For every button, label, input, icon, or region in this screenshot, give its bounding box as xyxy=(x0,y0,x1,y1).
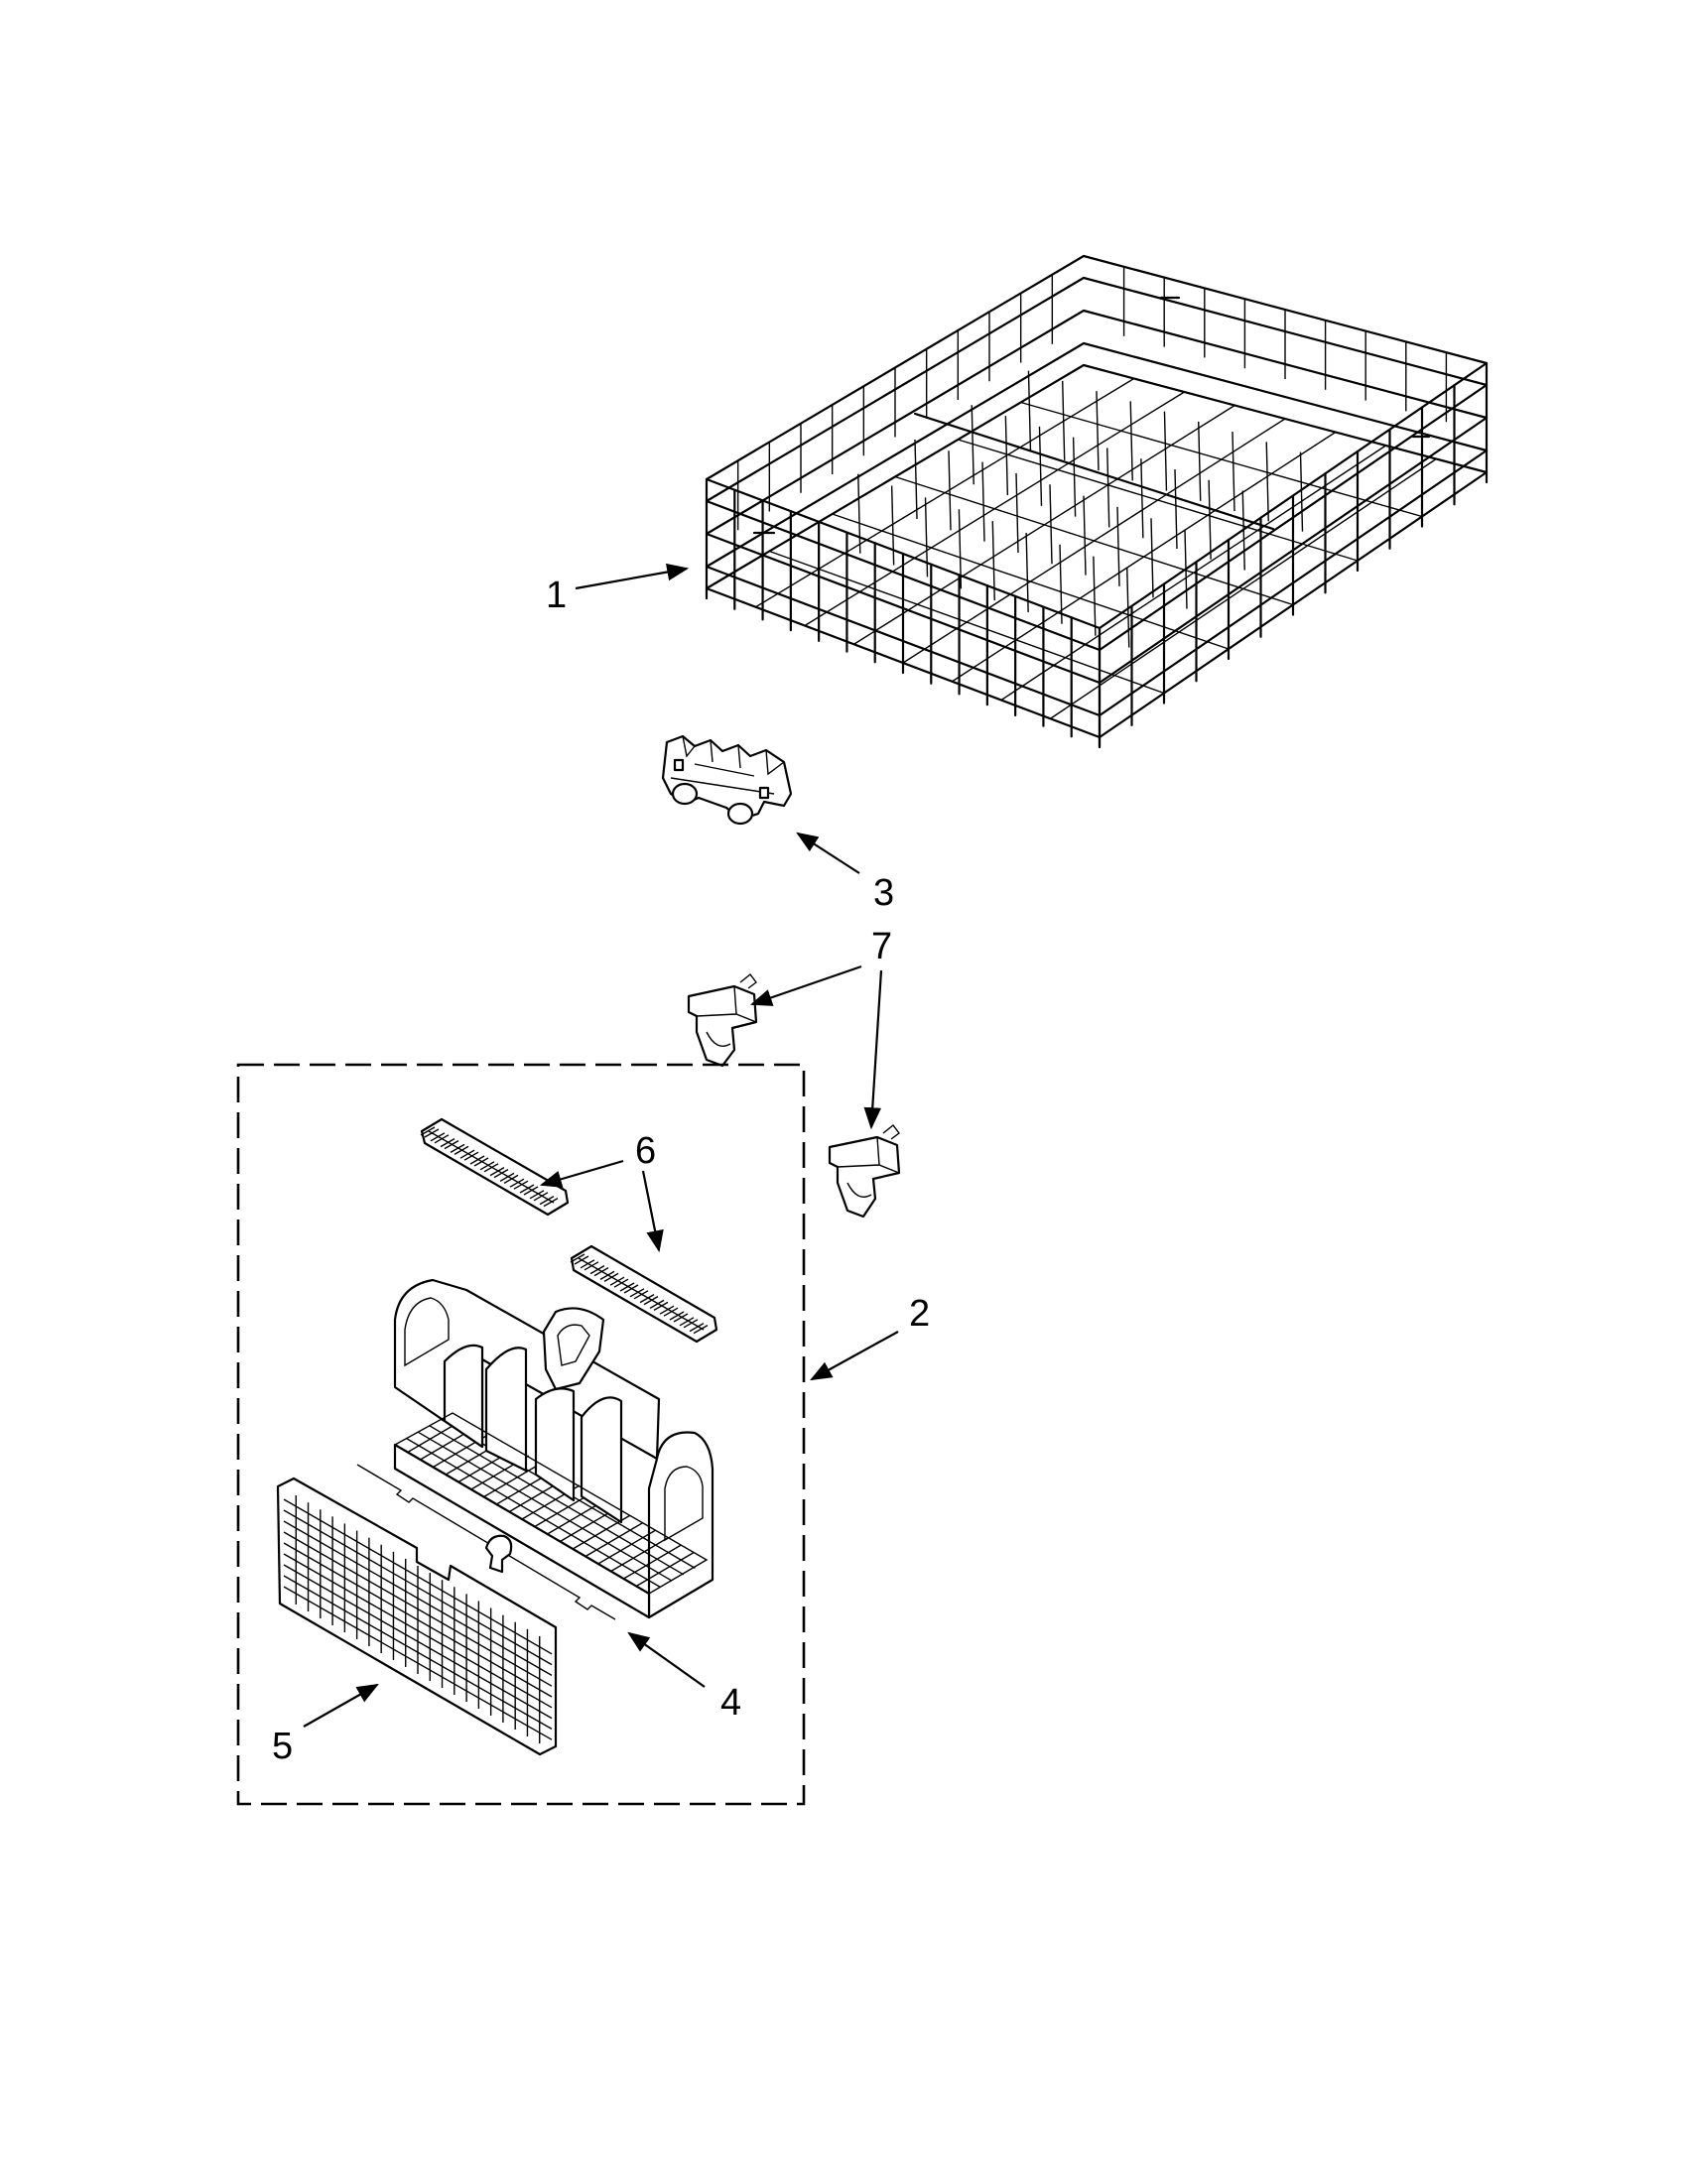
basket-cover-drawing-1 xyxy=(420,1117,570,1217)
silverware-basket-drawing xyxy=(393,1278,714,1619)
rack-clip-drawing-left xyxy=(687,973,758,1068)
callout-7: 7 xyxy=(871,926,892,967)
leader-7a xyxy=(749,964,862,1006)
leader-4 xyxy=(627,1631,706,1688)
leader-7b xyxy=(863,969,883,1130)
leader-2 xyxy=(810,1331,899,1381)
basket-cover-drawing-2 xyxy=(570,1244,718,1344)
callout-5: 5 xyxy=(272,1726,293,1767)
basket-divider-rail-drawing xyxy=(356,1464,616,1620)
rack-clip-drawing-right xyxy=(828,1124,901,1219)
callout-4: 4 xyxy=(720,1682,741,1724)
leader-6b xyxy=(641,1170,664,1253)
leader-3 xyxy=(796,832,860,874)
leader-6a xyxy=(539,1159,624,1188)
callout-2: 2 xyxy=(909,1293,930,1335)
rack-roller-drawing xyxy=(661,734,793,826)
basket-assembly-boundary xyxy=(236,1063,806,1806)
callout-1: 1 xyxy=(546,575,567,616)
callout-6: 6 xyxy=(635,1130,656,1172)
dishrack-drawing xyxy=(705,254,1489,749)
callout-3: 3 xyxy=(873,872,894,914)
leader-1 xyxy=(575,563,690,590)
leader-5 xyxy=(303,1683,379,1728)
basket-lid-drawing xyxy=(276,1477,558,1756)
